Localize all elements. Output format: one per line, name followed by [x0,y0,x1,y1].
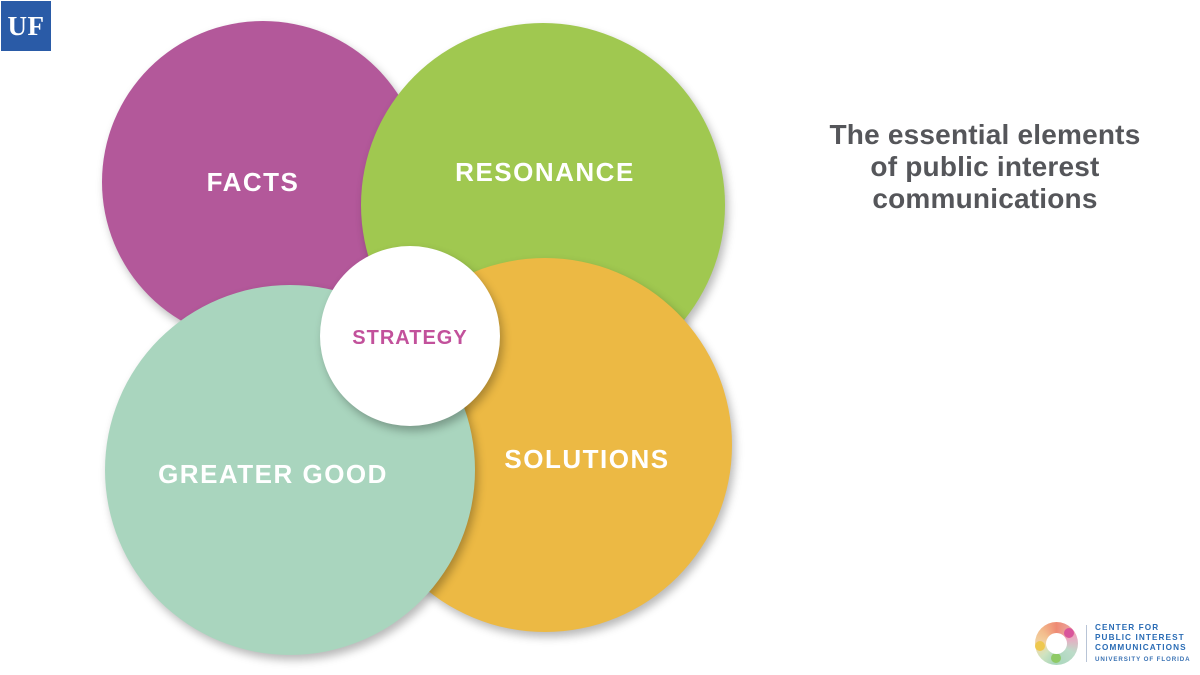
cpic-ring-icon [1035,622,1078,665]
circle-resonance-label: RESONANCE [455,156,635,187]
cpic-org-name: CENTER FOR PUBLIC INTEREST COMMUNICATION… [1095,623,1190,664]
org-line-1: CENTER FOR [1095,623,1160,632]
org-line-2: PUBLIC INTEREST [1095,633,1185,642]
circle-facts-label: FACTS [206,166,300,197]
ring-dot-green [1051,653,1061,663]
org-line-3: COMMUNICATIONS [1095,643,1187,652]
title-line-3: communications [872,183,1098,214]
ring-dot-pink [1064,628,1074,638]
title-line-2: of public interest [870,151,1100,182]
circle-greater-good-label: GREATER GOOD [158,458,388,489]
circle-strategy: STRATEGY [320,246,500,426]
cpic-university: UNIVERSITY OF FLORIDA [1095,656,1191,663]
slide-title: The essential elements of public interes… [790,119,1180,215]
uf-logo-text: UF [7,10,45,41]
uf-logo-badge: UF [1,1,51,51]
ring-hole [1046,633,1067,654]
cpic-logo-divider [1086,625,1087,662]
title-line-1: The essential elements [829,119,1141,150]
circle-strategy-label: STRATEGY [352,326,468,349]
cpic-logo: CENTER FOR PUBLIC INTEREST COMMUNICATION… [1035,622,1190,665]
circle-solutions-label: SOLUTIONS [504,443,670,474]
ring-dot-yellow [1035,641,1045,651]
